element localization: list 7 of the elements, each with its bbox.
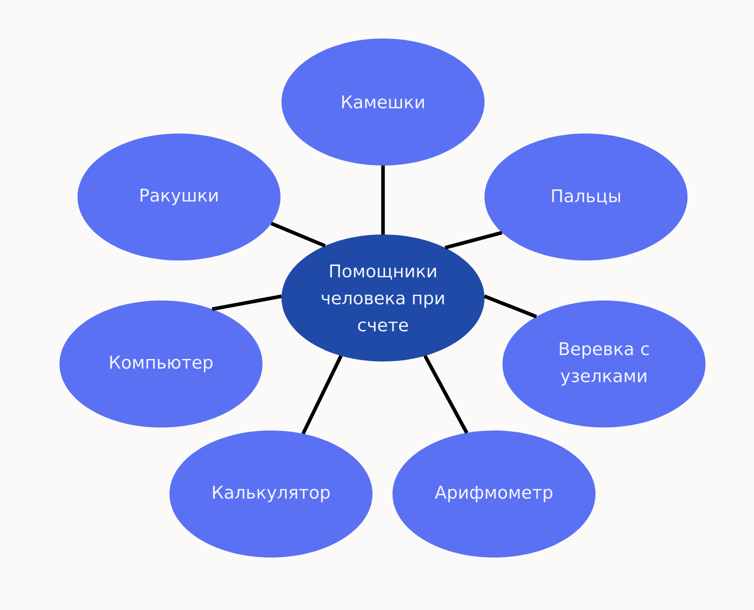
connector-line <box>423 354 468 434</box>
connector-line <box>444 230 502 250</box>
connector-line <box>270 222 326 248</box>
connector-line <box>301 355 343 435</box>
connector-line <box>212 294 282 311</box>
connector-line <box>381 166 385 234</box>
connector-line <box>484 294 538 318</box>
